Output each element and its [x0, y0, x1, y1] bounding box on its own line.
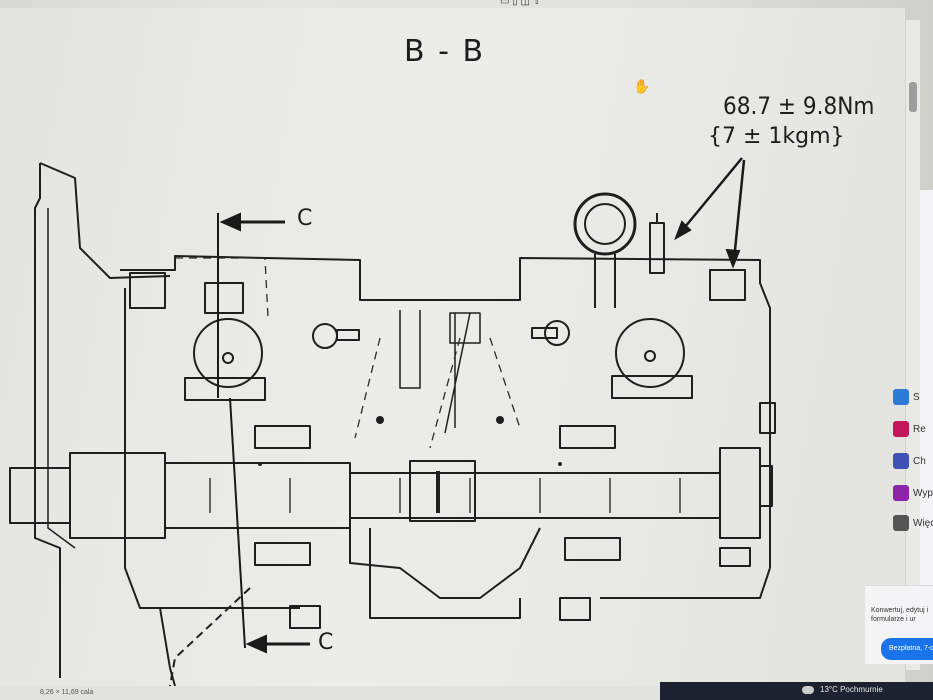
panel-item-label: Re: [913, 423, 926, 435]
scrollbar-thumb[interactable]: [909, 82, 917, 112]
weather-widget[interactable]: 13°C Pochmurnie: [820, 685, 883, 694]
section-mark-top: C: [297, 206, 313, 231]
panel-item-protect[interactable]: Ch: [893, 448, 933, 474]
fill-sign-icon: [893, 485, 909, 501]
panel-item-label: S: [913, 391, 920, 403]
promo-text: Konwertuj, edytuj i formularze i ur: [871, 607, 929, 623]
promo-box: Konwertuj, edytuj i formularze i ur Bezp…: [865, 585, 933, 664]
torque-kgm-label: {7 ± 1kgm}: [708, 124, 845, 149]
panel-item-label: Wyp: [913, 487, 933, 499]
free-trial-button[interactable]: Bezpłatna, 7-dn: [881, 638, 933, 660]
windows-taskbar: 13°C Pochmurnie: [660, 682, 933, 700]
pdf-viewer-page[interactable]: B - B 68.7 ± 9.8Nm {7 ± 1kgm} C C ✋: [0, 8, 905, 686]
panel-item-more-tools[interactable]: Więc: [893, 510, 933, 536]
torque-value-label: 68.7 ± 9.8Nm: [723, 92, 875, 120]
vertical-scrollbar[interactable]: [906, 20, 920, 670]
hand-cursor-icon: ✋: [633, 78, 651, 94]
tools-panel: [920, 190, 933, 610]
more-tools-icon: [893, 515, 909, 531]
section-mark-bottom: C: [318, 630, 334, 655]
cloud-icon: [802, 686, 814, 694]
panel-item-label: Ch: [913, 455, 926, 467]
sign-icon: [893, 389, 909, 405]
panel-item-fill-sign[interactable]: Wyp: [893, 480, 933, 506]
section-title: B - B: [404, 34, 486, 69]
panel-item-sign[interactable]: S: [893, 384, 933, 410]
redact-icon: [893, 421, 909, 437]
shield-icon: [893, 453, 909, 469]
technical-drawing: [9, 157, 776, 686]
page-size-label: 8,26 × 11,69 cala: [40, 689, 94, 696]
toolbar-icons[interactable]: ▭ ▯ ◫ ⇧: [500, 0, 542, 7]
panel-item-label: Więc: [913, 517, 933, 529]
panel-item-redact[interactable]: Re: [893, 416, 933, 442]
